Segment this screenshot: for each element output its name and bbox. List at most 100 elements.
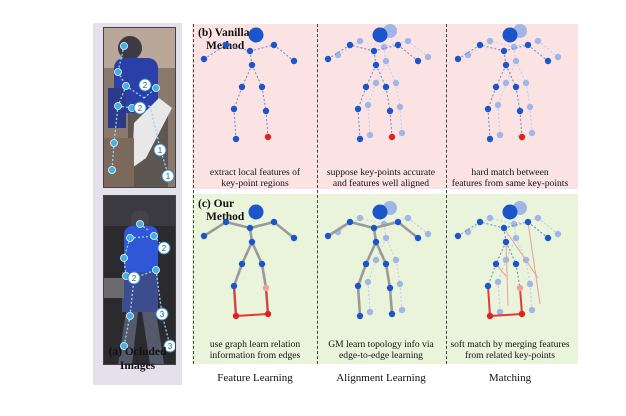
- skeleton-edge: [234, 109, 236, 139]
- keypoint: [357, 313, 363, 319]
- keypoint: [249, 28, 264, 43]
- keypoint: [415, 235, 421, 241]
- ghost-keypoint: [555, 231, 561, 237]
- ghost-keypoint: [425, 231, 431, 237]
- ghost-keypoint: [335, 52, 341, 58]
- keypoint: [389, 311, 395, 317]
- ghost-keypoint: [523, 80, 529, 86]
- ghost-keypoint: [425, 54, 431, 60]
- ghost-edge: [530, 107, 532, 133]
- keypoint: [517, 108, 523, 114]
- skeleton-edge: [386, 87, 390, 111]
- keypoint: [231, 283, 237, 289]
- keypoint: [383, 261, 389, 267]
- ghost-edge: [368, 83, 376, 105]
- ghost-keypoint: [393, 80, 399, 86]
- ghost-keypoint: [397, 104, 403, 110]
- keypoint: [373, 62, 379, 68]
- keypoint: [355, 106, 361, 112]
- ghost-edge: [400, 284, 402, 310]
- skeleton-edge: [528, 222, 548, 238]
- keypoint: [485, 283, 491, 289]
- caption-c-2: GM learn topology info via edge-to-edge …: [321, 339, 441, 361]
- keypoint: [525, 219, 531, 225]
- skeleton-edge: [226, 45, 250, 51]
- graph-edge: [242, 242, 252, 264]
- ghost-keypoint: [373, 257, 379, 263]
- ghost-keypoint: [503, 80, 509, 86]
- graph-edge: [350, 222, 374, 228]
- caption-line: suppose key-points accurate: [321, 167, 441, 178]
- skeleton-edge: [480, 45, 504, 51]
- ghost-keypoint: [367, 132, 373, 138]
- keypoint: [503, 205, 518, 220]
- occluded-edge: [266, 288, 268, 314]
- caption-line: information from edges: [195, 350, 315, 361]
- ghost-keypoint: [555, 54, 561, 60]
- skeleton-edge: [252, 65, 262, 87]
- keypoint: [233, 136, 239, 142]
- keypoint: [271, 219, 277, 225]
- ghost-edge: [538, 218, 558, 234]
- ghost-keypoint: [373, 80, 379, 86]
- graph-edge: [390, 288, 392, 314]
- ghost-keypoint: [527, 104, 533, 110]
- ghost-keypoint: [381, 44, 387, 50]
- ghost-keypoint: [365, 102, 371, 108]
- keypoint: [545, 58, 551, 64]
- ghost-edge: [368, 282, 370, 312]
- ghost-keypoint: [397, 281, 403, 287]
- ghost-keypoint: [357, 38, 363, 44]
- keypoint: [347, 42, 353, 48]
- keypoint: [259, 261, 265, 267]
- keypoint: [371, 225, 377, 231]
- keypoint: [503, 62, 509, 68]
- keypoint: [201, 233, 207, 239]
- ghost-keypoint: [495, 102, 501, 108]
- keypoint: [239, 261, 245, 267]
- ghost-keypoint: [393, 257, 399, 263]
- caption-b-2: suppose key-points accurate and features…: [321, 167, 441, 189]
- keypoint: [501, 48, 507, 54]
- ghost-edge: [538, 41, 558, 57]
- keypoint: [325, 233, 331, 239]
- keypoint: [259, 84, 265, 90]
- keypoint: [231, 106, 237, 112]
- ghost-edge: [400, 107, 402, 133]
- ghost-keypoint: [535, 215, 541, 221]
- ghost-keypoint: [487, 38, 493, 44]
- ghost-edge: [516, 61, 526, 83]
- graph-edge: [252, 242, 262, 264]
- ghost-keypoint: [513, 58, 519, 64]
- column-label-feature-learning: Feature Learning: [195, 372, 315, 384]
- match-edge: [528, 222, 540, 304]
- occluded-edge: [488, 286, 490, 316]
- skeleton-edge: [520, 111, 522, 137]
- skeleton-edge: [488, 109, 490, 139]
- keypoint: [383, 84, 389, 90]
- keypoint: [291, 235, 297, 241]
- keypoint: [517, 285, 523, 291]
- ghost-keypoint: [383, 58, 389, 64]
- keypoint: [503, 239, 509, 245]
- keypoint: [387, 285, 393, 291]
- ghost-keypoint: [511, 44, 517, 50]
- ghost-edge: [526, 83, 530, 107]
- keypoint: [389, 134, 395, 140]
- ghost-keypoint: [527, 281, 533, 287]
- skeleton-edge: [516, 87, 520, 111]
- keypoint: [357, 136, 363, 142]
- ghost-keypoint: [357, 215, 363, 221]
- ghost-edge: [530, 284, 532, 310]
- ghost-keypoint: [399, 130, 405, 136]
- caption-line: extract local features of: [195, 167, 315, 178]
- caption-line: use graph learn relation: [195, 339, 315, 350]
- ghost-keypoint: [405, 38, 411, 44]
- ghost-edge: [516, 238, 526, 260]
- keypoint: [373, 28, 388, 43]
- graph-edge: [358, 286, 360, 316]
- keypoint: [291, 58, 297, 64]
- keypoint: [373, 239, 379, 245]
- caption-line: and features well aligned: [321, 178, 441, 189]
- skeleton-edge: [350, 45, 374, 51]
